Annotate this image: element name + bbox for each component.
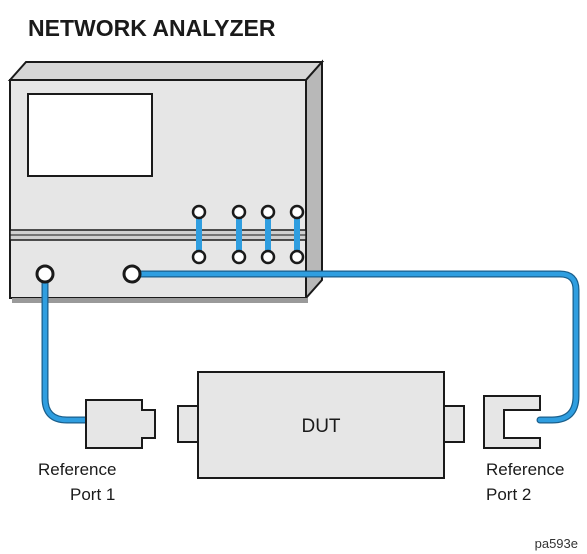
- dut-body: [197, 371, 445, 479]
- reference-port-1-label-line2: Port 1: [70, 485, 115, 504]
- network-analyzer: [7, 59, 325, 303]
- analyzer-top-face: [7, 61, 325, 81]
- analyzer-shadow: [12, 298, 308, 303]
- jumper-connector: [191, 204, 207, 220]
- diagram-title: NETWORK ANALYZER: [28, 15, 276, 41]
- jumper-connector: [289, 204, 305, 220]
- reference-port-1-connector: [85, 399, 156, 449]
- analyzer-screen: [27, 93, 153, 177]
- jumper-connector: [191, 249, 207, 265]
- reference-port-2-connector: [483, 395, 541, 449]
- jumper-connector: [289, 249, 305, 265]
- dut-left-connector: [177, 405, 198, 443]
- reference-port-2-label-line1: Reference: [486, 460, 564, 479]
- analyzer-port-2: [122, 264, 142, 284]
- reference-port-2-label-line2: Port 2: [486, 485, 531, 504]
- jumper-connector: [231, 249, 247, 265]
- dut-label: DUT: [301, 416, 340, 437]
- jumper-connector: [260, 204, 276, 220]
- dut: DUT: [177, 371, 465, 479]
- jumper-connector: [231, 204, 247, 220]
- jumper-connector: [260, 249, 276, 265]
- figure-id: pa593e: [535, 536, 578, 551]
- analyzer-port-1: [35, 264, 55, 284]
- analyzer-side-face: [305, 59, 323, 301]
- reference-port-1-label-line1: Reference: [38, 460, 116, 479]
- dut-right-connector: [444, 405, 465, 443]
- test-cables: [41, 270, 580, 424]
- front-panel-jumpers: [191, 204, 305, 265]
